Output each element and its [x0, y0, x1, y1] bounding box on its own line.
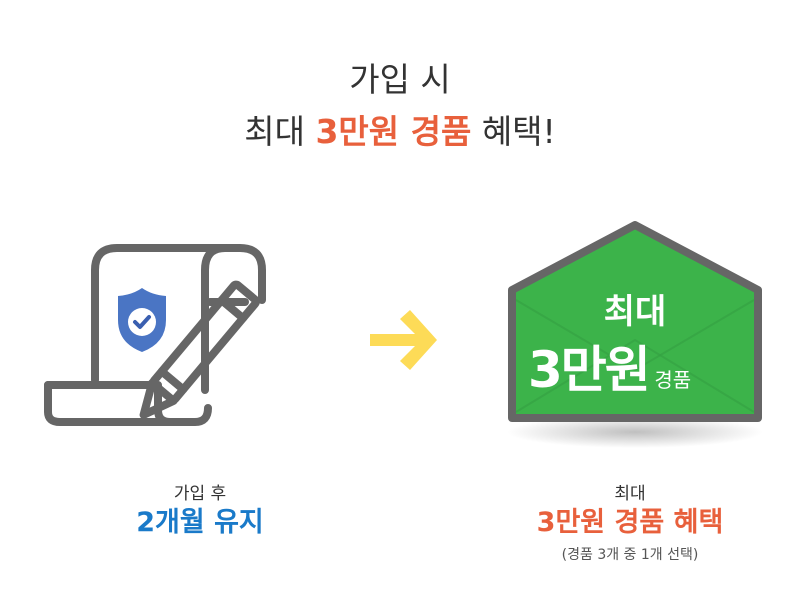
step2-caption-small: 최대 — [614, 484, 646, 504]
envelope-line1: 최대 — [603, 292, 667, 332]
headline-line1: 가입 시 — [349, 60, 451, 99]
envelope-unit: 경품 — [654, 368, 692, 392]
envelope-amount: 3만원 — [528, 341, 651, 399]
step2-caption-big: 3만원 경품 혜택 — [536, 507, 724, 538]
step2-caption-note: (경품 3개 중 1개 선택) — [561, 547, 699, 563]
arrow-right-icon — [370, 310, 437, 370]
headline-line2: 최대 3만원 경품 혜택! — [0, 112, 800, 156]
contract-scroll-pencil-shield-icon — [44, 244, 266, 426]
green-envelope-icon: 최대 3만원 경품 — [500, 220, 770, 460]
step2-caption: 최대 3만원 경품 혜택 (경품 3개 중 1개 선택) — [500, 482, 760, 570]
headline-suffix: 혜택! — [471, 112, 556, 151]
step1-caption-big: 2개월 유지 — [136, 507, 264, 538]
step1-caption-small: 가입 후 — [173, 484, 227, 504]
envelope-amount-row: 3만원 경품 — [528, 330, 691, 402]
headline-prefix: 최대 — [244, 112, 316, 151]
headline-highlight: 3만원 경품 — [313, 112, 474, 156]
step1-caption: 가입 후 2개월 유지 — [80, 482, 320, 540]
